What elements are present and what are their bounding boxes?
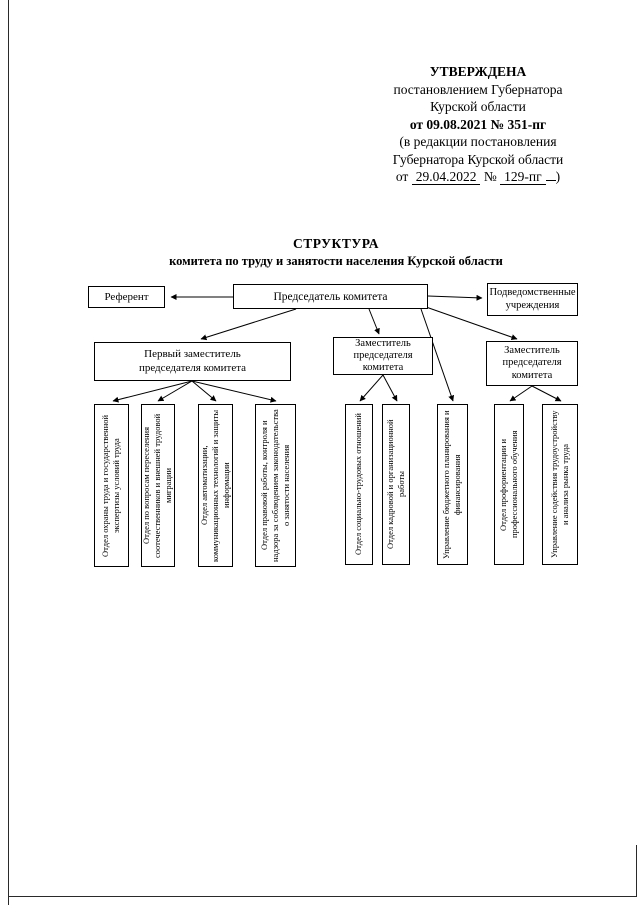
node-dept-resettlement: Отдел по вопросам переселения соотечеств… — [141, 404, 175, 567]
approval-line-2: постановлением Губернатора — [393, 81, 563, 97]
node-first-deputy: Первый заместитель председателя комитета — [94, 342, 291, 381]
connector-chairman-deputy-center — [368, 308, 380, 335]
document-title: СТРУКТУРА комитета по труду и занятости … — [32, 236, 640, 269]
dept-label: Отдел по вопросам переселения соотечеств… — [141, 413, 174, 558]
dept-label: Отдел автоматизации, коммуникационных те… — [198, 409, 232, 562]
connector-first-deputy-dept2 — [157, 380, 193, 402]
node-dept-automation: Отдел автоматизации, коммуникационных те… — [198, 404, 233, 567]
approval-line-4: от 09.08.2021 № 351-пг — [409, 116, 547, 132]
approval-line-5: (в редакции постановления — [399, 134, 557, 149]
dept-label: Отдел социально-трудовых отношений — [353, 413, 364, 556]
node-dept-budget: Управление бюджетного планирования и фин… — [437, 404, 468, 565]
node-dept-employment-assist: Управление содействия трудоустройству и … — [542, 404, 578, 565]
node-referent: Референт — [88, 286, 165, 308]
connector-deputy-center-dept5 — [359, 374, 384, 402]
connector-chairman-subordinate — [427, 294, 483, 301]
connector-first-deputy-dept4 — [191, 380, 277, 403]
approval-block: УТВЕРЖДЕНА постановлением Губернатора Ку… — [358, 63, 598, 186]
dept-label: Отдел кадровой и организационной работы — [384, 419, 406, 550]
dept-label: Отдел охраны труда и государственной экс… — [100, 414, 122, 557]
approval-line-7-suffix: ) — [555, 169, 561, 184]
node-dept-labor-protection: Отдел охраны труда и государственной экс… — [94, 404, 129, 567]
scan-edge-left — [8, 0, 9, 905]
dept-label: Управление содействия трудоустройству и … — [548, 410, 570, 559]
node-deputy-center: Заместитель председателя комитета — [333, 337, 433, 375]
scan-edge-bottom — [8, 896, 637, 897]
approval-line-7-prefix: от — [395, 169, 409, 184]
node-dept-hr-org: Отдел кадровой и организационной работы — [382, 404, 410, 565]
dept-label: Отдел профориентации и профессионального… — [497, 430, 519, 539]
approval-line-1: УТВЕРЖДЕНА — [429, 64, 527, 79]
connector-deputy-right-dept9 — [531, 385, 562, 402]
approval-edit-date: 29.04.2022 — [411, 169, 481, 185]
approval-line-6: Губернатора Курской области — [392, 151, 564, 167]
node-chairman: Председатель комитета — [233, 284, 428, 309]
approval-edit-number: 129-пг — [500, 169, 546, 185]
node-deputy-right: Заместитель председателя комитета — [486, 341, 578, 386]
connector-first-deputy-dept3 — [191, 380, 217, 402]
connector-deputy-right-dept8 — [509, 385, 533, 402]
connector-first-deputy-dept1 — [112, 380, 193, 403]
approval-line-3: Курской области — [430, 99, 526, 114]
node-dept-career-guidance: Отдел профориентации и профессионального… — [494, 404, 524, 565]
node-dept-legal: Отдел правовой работы, контроля и надзор… — [255, 404, 296, 567]
approval-underline-gap — [545, 180, 556, 181]
scan-edge-right — [636, 845, 637, 897]
dept-label: Управление бюджетного планирования и фин… — [441, 410, 463, 559]
node-subordinate-institutions: Подведомственные учреждения — [487, 283, 578, 316]
title-line-1: СТРУКТУРА — [292, 236, 380, 251]
title-line-2: комитета по труду и занятости населения … — [169, 254, 503, 268]
dept-label: Отдел правовой работы, контроля и надзор… — [258, 409, 292, 562]
connector-chairman-first-deputy — [200, 308, 297, 341]
node-dept-social-labor: Отдел социально-трудовых отношений — [345, 404, 373, 565]
approval-line-7: от 29.04.2022 № 129-пг) — [358, 168, 598, 186]
approval-number-sign: № — [483, 169, 497, 184]
connector-deputy-center-dept6 — [382, 374, 398, 402]
